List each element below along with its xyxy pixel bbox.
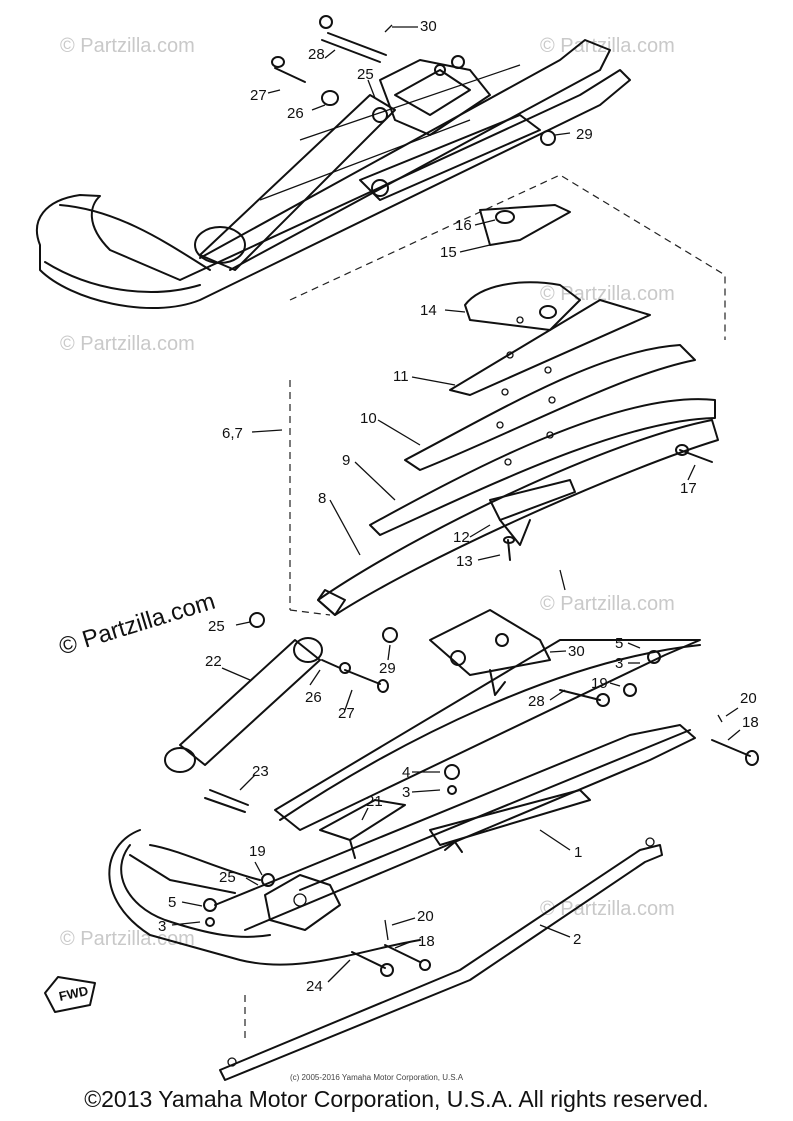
callout-27: 27 [250, 87, 267, 104]
callout-21: 21 [366, 793, 383, 810]
callout-18-bottom: 18 [418, 933, 435, 950]
callout-9: 9 [342, 452, 350, 469]
callout-19-left: 19 [249, 843, 266, 860]
callout-25: 25 [357, 66, 374, 83]
watermark-text: © Partzilla.com [540, 35, 675, 57]
callout-15: 15 [440, 244, 457, 261]
callout-3-center: 3 [402, 784, 410, 801]
callout-8: 8 [318, 490, 326, 507]
callout-6-7: 6,7 [222, 425, 243, 442]
watermark-text: © Partzilla.com [60, 35, 195, 57]
watermark-text: © Partzilla.com [60, 928, 195, 950]
fwd-label: FWD [58, 983, 90, 1004]
callout-22: 22 [205, 653, 222, 670]
callout-24: 24 [306, 978, 323, 995]
callout-5-right: 5 [615, 635, 623, 652]
callout-11: 11 [393, 368, 409, 385]
footer-copyright: ©2013 Yamaha Motor Corporation, U.S.A. A… [84, 1086, 709, 1112]
leaf-spring-stack [317, 204, 719, 616]
callout-26: 26 [287, 105, 304, 122]
callout-3-left: 3 [158, 918, 166, 935]
callout-26-mid: 26 [305, 689, 322, 706]
callout-4: 4 [402, 764, 410, 781]
callout-29: 29 [576, 126, 593, 143]
callout-27-mid: 27 [338, 705, 355, 722]
callout-20-right: 20 [740, 690, 757, 707]
partzilla-watermark: © Partzilla.com [56, 588, 219, 661]
callout-numbers: 30 28 27 26 25 29 16 15 14 11 10 6,7 9 8… [158, 18, 759, 995]
callout-30: 30 [420, 18, 437, 35]
callout-12: 12 [453, 529, 470, 546]
callout-3-right: 3 [615, 655, 623, 672]
callout-18-right: 18 [742, 714, 759, 731]
callout-13: 13 [456, 553, 473, 570]
watermark-text: © Partzilla.com [540, 593, 675, 615]
watermark-text: © Partzilla.com [540, 283, 675, 305]
callout-28: 28 [308, 46, 325, 63]
callout-5-left: 5 [168, 894, 176, 911]
callout-20-bottom: 20 [417, 908, 434, 925]
spring-center-holes [496, 316, 556, 466]
callout-10: 10 [360, 410, 377, 427]
callout-2: 2 [573, 931, 581, 948]
top-ski-assembly [35, 15, 631, 310]
fwd-arrow: FWD [44, 976, 96, 1013]
exploded-guide-lines [244, 174, 726, 1040]
callout-30-mid: 30 [568, 643, 585, 660]
callout-25-left: 25 [219, 869, 236, 886]
watermark-text: © Partzilla.com [540, 898, 675, 920]
callout-1: 1 [574, 844, 582, 861]
callout-16: 16 [455, 217, 472, 234]
callout-28-mid: 28 [528, 693, 545, 710]
watermark-layer: © Partzilla.com © Partzilla.com © Partzi… [60, 35, 675, 950]
callout-25-mid: 25 [208, 618, 225, 635]
watermark-text: © Partzilla.com [60, 333, 195, 355]
callout-23: 23 [252, 763, 269, 780]
callout-17: 17 [680, 480, 697, 497]
diagram-copyright: (c) 2005-2016 Yamaha Motor Corporation, … [290, 1073, 464, 1082]
callout-29-mid: 29 [379, 660, 396, 677]
leader-lines [171, 26, 741, 983]
bottom-ski-assembly [108, 609, 759, 1081]
callout-14: 14 [420, 302, 437, 319]
callout-19-right: 19 [591, 675, 608, 692]
